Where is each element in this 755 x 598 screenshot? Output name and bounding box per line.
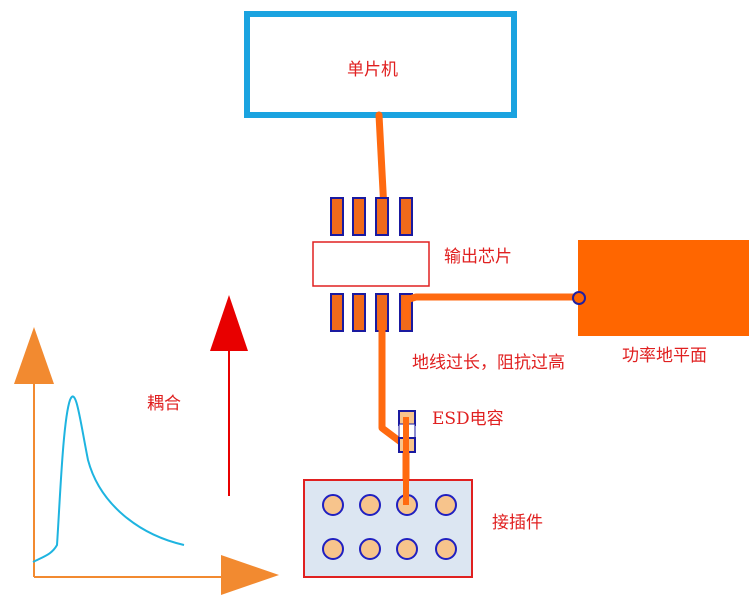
- connector-label: 接插件: [492, 513, 543, 533]
- chip-upper-pins: [330, 197, 413, 236]
- chip-pin: [352, 197, 366, 236]
- output-chip-body: [312, 241, 430, 287]
- power-plane-label: 功率地平面: [622, 346, 707, 366]
- connector-pin: [322, 538, 344, 560]
- output-chip-label: 输出芯片: [444, 247, 512, 267]
- waveform-axes: [14, 327, 279, 595]
- chip-lower-pins: [330, 293, 413, 332]
- up-arrow-icon: [210, 295, 248, 496]
- chip-pin: [375, 197, 389, 236]
- connector-pin: [322, 494, 344, 516]
- coupling-label: 耦合: [147, 394, 181, 414]
- chip-pin: [330, 293, 344, 332]
- axis-arrow-icon: [14, 327, 54, 384]
- connector-pin: [359, 538, 381, 560]
- ground-trace: [402, 293, 578, 320]
- mcu-to-chip-trace: [375, 111, 388, 214]
- coupling-waveform: [32, 395, 185, 563]
- chip-pin: [399, 197, 413, 236]
- connector-pin: [396, 538, 418, 560]
- connector-pin: [435, 494, 457, 516]
- ground-note-label: 地线过长，阻抗过高: [412, 353, 565, 373]
- connector-pin: [359, 494, 381, 516]
- mcu-label: 单片机: [347, 60, 398, 80]
- axis-arrow-icon: [221, 555, 279, 595]
- via-point: [572, 291, 586, 305]
- chip-pin: [352, 293, 366, 332]
- connector-pins: [322, 494, 457, 560]
- connector-pin: [435, 538, 457, 560]
- chip-pin: [330, 197, 344, 236]
- power-ground-plane: [578, 240, 749, 336]
- esd-cap-label: ESD电容: [432, 409, 504, 429]
